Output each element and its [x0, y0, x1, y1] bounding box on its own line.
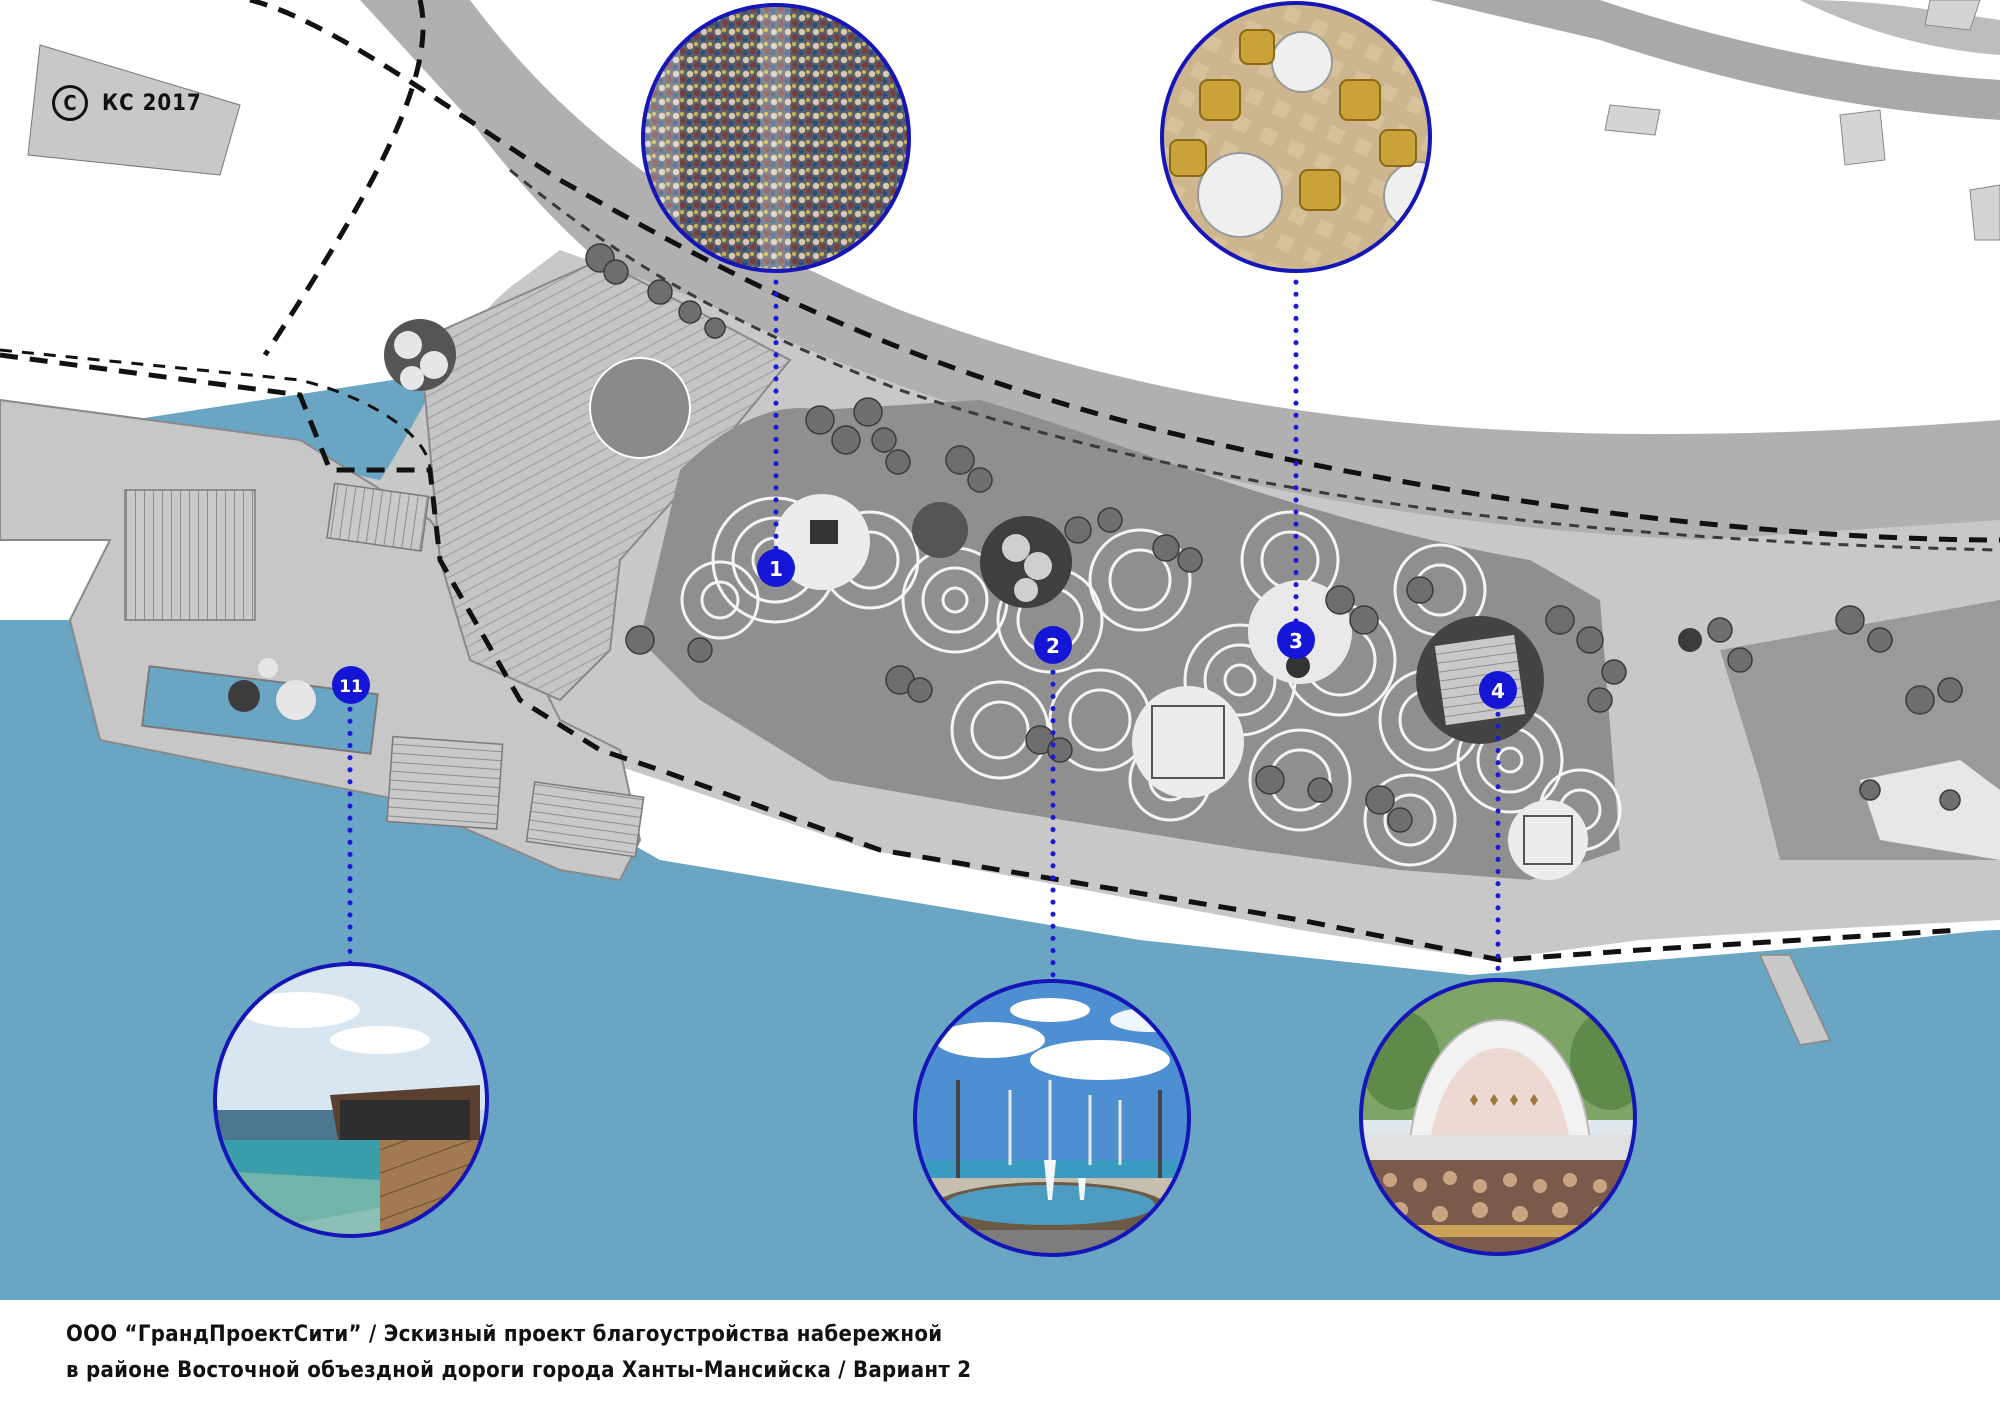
leader-lines — [347, 267, 1501, 983]
pier-feature — [276, 680, 316, 720]
road-markings — [509, 168, 2000, 552]
pier-steps — [124, 489, 256, 621]
site-plan-map: 1 2 3 4 11 — [0, 0, 2000, 1300]
copyright-notice: C КС 2017 — [52, 82, 202, 124]
building — [27, 44, 241, 176]
pier-steps — [386, 735, 504, 830]
plaza-feature — [420, 351, 448, 379]
plaza-feature — [394, 331, 422, 359]
plaza-feature — [912, 502, 968, 558]
pier-feature — [1678, 628, 1702, 652]
plaza-feature — [1508, 800, 1588, 880]
road — [360, 0, 2000, 576]
plaza-feature — [1014, 578, 1038, 602]
building — [1969, 184, 2000, 241]
plaza-feature — [1132, 686, 1244, 798]
pier-steps — [326, 482, 430, 552]
marker-11-label: 11 — [339, 677, 363, 697]
boundary-line — [0, 348, 432, 471]
plaza-feature — [1002, 534, 1030, 562]
marker-3[interactable]: 3 — [1277, 621, 1315, 659]
marker-2[interactable]: 2 — [1034, 626, 1072, 664]
upper-road-2 — [1700, 0, 2000, 55]
fountain-photo — [913, 979, 1191, 1257]
plaza-feature — [1286, 654, 1310, 678]
pier-feature — [258, 658, 278, 678]
boundary-line — [262, 0, 426, 357]
marker-2-label: 2 — [1046, 634, 1060, 658]
copyright-icon: C — [52, 85, 88, 121]
pier-pool — [141, 665, 379, 755]
right-zone-lawn — [1860, 760, 2000, 860]
marker-11[interactable]: 11 — [332, 666, 370, 704]
marker-1[interactable]: 1 — [757, 549, 795, 587]
plaza-feature — [1523, 815, 1573, 865]
copyright-text: КС 2017 — [102, 90, 202, 116]
plaza-feature — [400, 366, 424, 390]
building — [1839, 109, 1886, 166]
caption-line-2: в районе Восточной объездной дороги горо… — [66, 1358, 972, 1383]
plaza-feature — [589, 357, 691, 459]
pool-pavilion-photo — [213, 962, 489, 1238]
marker-4[interactable]: 4 — [1479, 671, 1517, 709]
jetty — [1758, 954, 1832, 1046]
pier-feature — [228, 680, 260, 712]
plaza — [640, 400, 1620, 880]
caption-line-1: ООО “ГрандПроектСити” / Эскизный проект … — [66, 1322, 943, 1347]
plaza-feature — [1151, 705, 1225, 779]
plaza-feature — [1024, 552, 1052, 580]
marker-4-label: 4 — [1491, 679, 1505, 703]
cafe-tables-photo — [1160, 1, 1432, 273]
marker-3-label: 3 — [1289, 629, 1303, 653]
crowd-photo — [641, 3, 911, 273]
boundary-line — [249, 0, 2000, 543]
upper-road — [1430, 0, 2000, 120]
building — [1604, 104, 1661, 136]
boundary-line — [0, 352, 1961, 963]
trees — [585, 243, 1963, 833]
marker-1-label: 1 — [769, 557, 783, 581]
caption: ООО “ГрандПроектСити” / Эскизный проект … — [66, 1317, 1766, 1389]
pier-steps — [525, 781, 645, 858]
building — [1924, 0, 1981, 31]
plaza-feature — [810, 520, 838, 544]
